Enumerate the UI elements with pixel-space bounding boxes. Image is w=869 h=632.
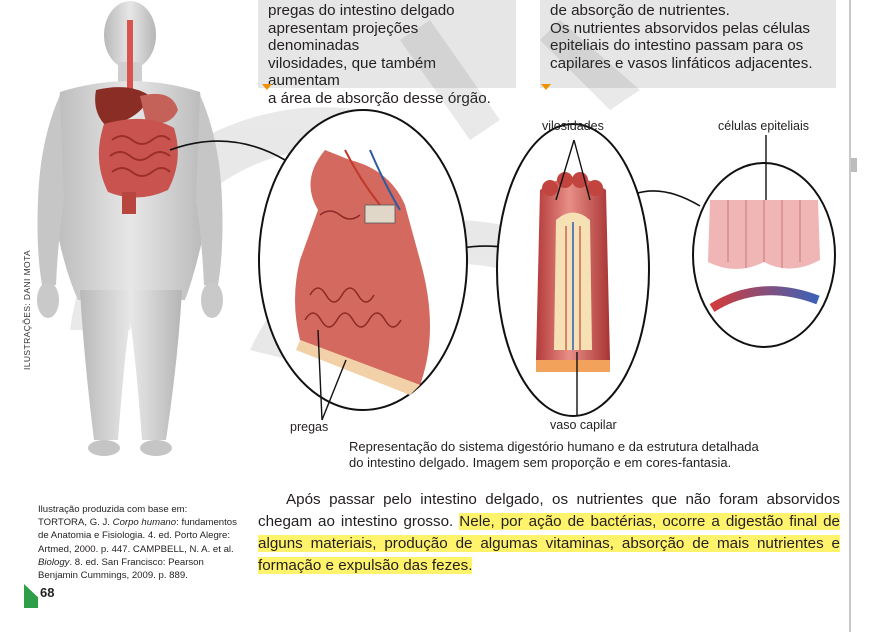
intestine-detail-circle [259,110,467,410]
villus-detail-circle [497,124,649,416]
reference-title-2: Biology [38,557,69,568]
body-paragraph: Após passar pelo intestino delgado, os n… [258,489,840,577]
reference-note: Ilustração produzida com base em: TORTOR… [38,503,238,582]
label-vilosidades: vilosidades [542,119,604,133]
epithelial-cells-detail-circle [693,135,835,347]
reference-title-1: Corpo humano [113,517,176,528]
label-celulas-epiteliais: células epiteliais [718,119,809,133]
page-number: 68 [40,585,54,600]
human-body-figure [37,1,223,456]
label-pregas: pregas [290,420,328,434]
illustration-credit: ILUSTRAÇÕES: DANI MOTA [22,250,32,370]
label-vaso-capilar: vaso capilar [550,418,617,432]
figure-caption: Representação do sistema digestório huma… [349,439,769,471]
